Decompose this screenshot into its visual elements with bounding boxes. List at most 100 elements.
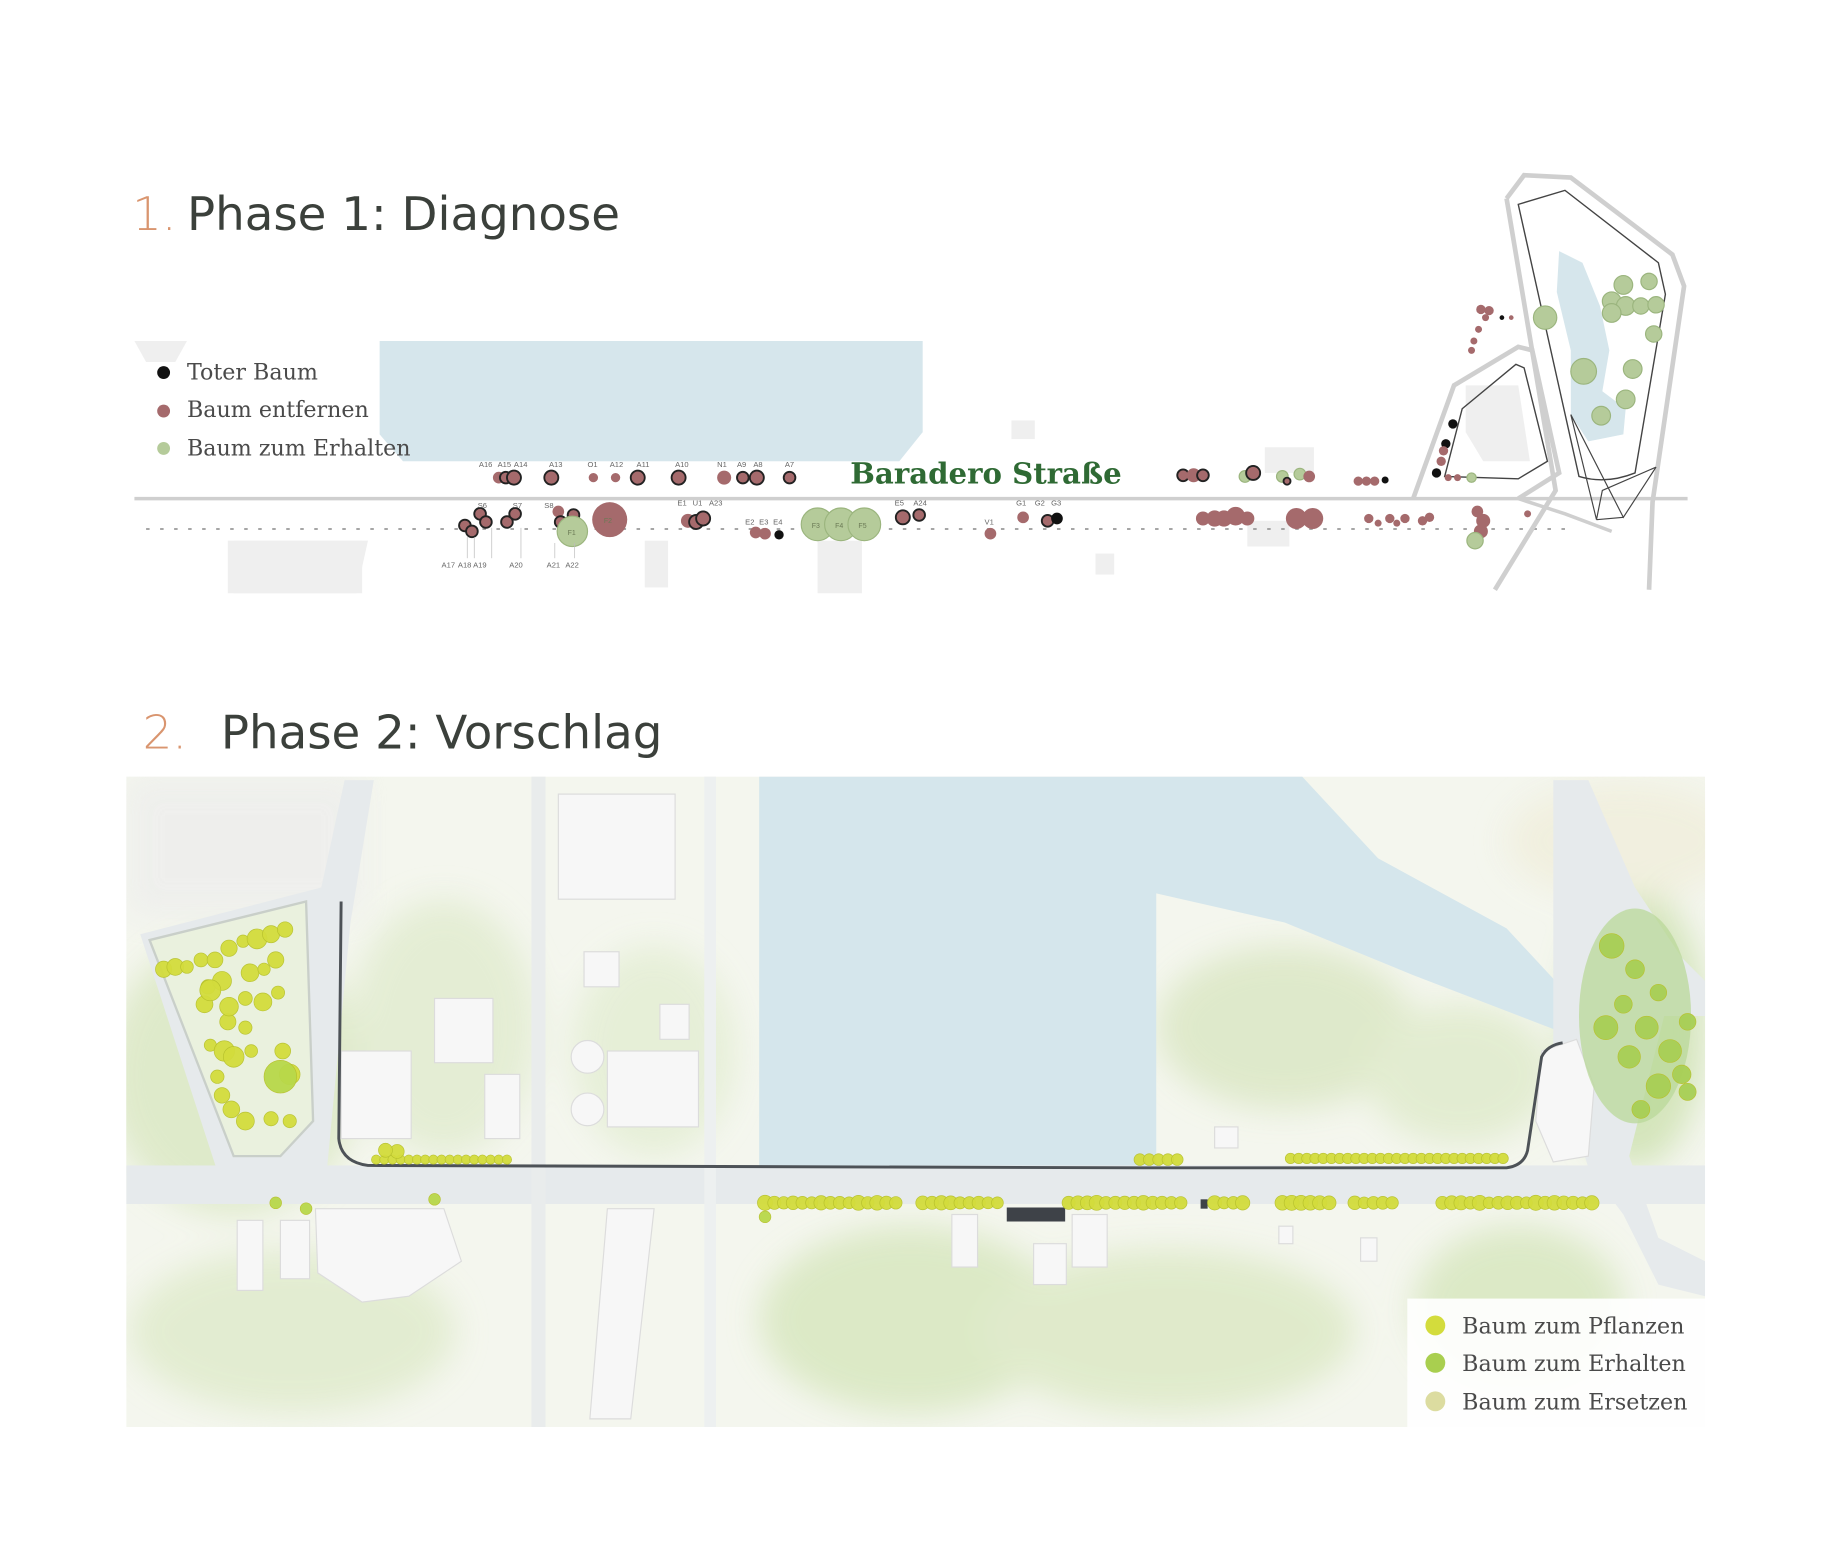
tree-id-label: G2: [1035, 499, 1045, 508]
planned-tree-marker: [262, 925, 280, 944]
keep-tree-dot: [157, 442, 171, 455]
remove-tree-marker: [782, 470, 797, 485]
remove-tree-marker: [588, 472, 599, 483]
remove-tree-marker: [543, 469, 560, 486]
remove-tree-marker: [670, 469, 687, 486]
remove-tree-marker: [1468, 346, 1476, 354]
remove-tree-marker: [1361, 476, 1372, 486]
tree-id-label: A18: [458, 561, 471, 570]
tree-id-label: E3: [759, 517, 768, 526]
keep-tree-marker: [556, 515, 589, 548]
tree-id-label: A15: [498, 460, 511, 469]
street-furniture: [1200, 1199, 1208, 1209]
dead-tree-marker: [1051, 512, 1063, 525]
tree-id-label: A12: [610, 460, 623, 469]
tree-id-label: A20: [509, 561, 522, 570]
planned-tree-marker: [1678, 1082, 1697, 1101]
promenade-path: [337, 901, 1563, 1170]
keep-tree-marker: [1647, 296, 1665, 314]
planned-tree-marker: [219, 996, 239, 1017]
tree-id-label: E1: [677, 499, 686, 508]
remove-tree-marker: [736, 470, 750, 485]
tree-id-label: A21: [547, 561, 560, 570]
legend-item-keep-tree: Baum zum Erhalten: [1425, 1351, 1686, 1377]
phase1-trees: [458, 272, 1665, 550]
street-name-label: Baradero Straße: [850, 456, 1121, 490]
remove-tree-marker: [1302, 507, 1324, 530]
remove-tree-marker: [748, 469, 765, 486]
tree-id-label: G3: [1051, 499, 1061, 508]
tree-id-label: F1: [568, 530, 576, 537]
tree-id-label: A14: [514, 460, 527, 469]
tree-id-label: A19: [473, 561, 486, 570]
planned-tree-marker: [1617, 1045, 1641, 1069]
planned-tree-marker: [282, 1114, 297, 1129]
keep-tree-marker: [1601, 303, 1622, 323]
tree-id-label: A9: [737, 460, 746, 469]
planned-tree-marker: [1672, 1064, 1692, 1084]
keep-tree-dot: [1425, 1352, 1446, 1373]
legend-item-keep-tree: Baum zum Erhalten: [157, 435, 411, 461]
remove-tree-marker: [1476, 513, 1491, 528]
remove-tree-marker: [894, 509, 911, 526]
legend-item-remove-tree: Baum entfernen: [157, 397, 369, 423]
planned-tree-marker: [1649, 983, 1668, 1002]
remove-tree-marker: [506, 469, 522, 486]
keep-tree-marker: [1622, 359, 1643, 379]
remove-tree-marker: [1240, 511, 1255, 526]
remove-tree-marker: [1476, 304, 1486, 315]
tree-id-label: F5: [858, 523, 866, 530]
legend-label: Baum zum Erhalten: [1462, 1351, 1686, 1377]
tree-id-label: G1: [1016, 499, 1026, 508]
planned-tree-marker: [222, 1100, 241, 1119]
tree-id-label: E5: [895, 499, 904, 508]
tree-id-label: S6: [478, 501, 487, 510]
tree-id-label: A17: [442, 561, 455, 570]
legend-item-dead-tree: Toter Baum: [157, 360, 318, 386]
keep-tree-marker: [1466, 472, 1477, 483]
plant-tree-dot: [1425, 1315, 1446, 1336]
remove-tree-marker: [695, 510, 712, 527]
tree-id-label: A8: [753, 460, 762, 469]
tree-id-label: F3: [812, 523, 820, 530]
keep-tree-marker: [1640, 272, 1658, 291]
planned-tree-marker: [274, 1042, 291, 1060]
planned-tree-marker: [1235, 1195, 1251, 1211]
tree-id-label: A10: [675, 460, 688, 469]
planned-tree-marker: [210, 1069, 225, 1084]
tree-id-label: A13: [549, 460, 562, 469]
remove-tree-marker: [1484, 305, 1494, 316]
remove-tree-marker: [1438, 446, 1449, 456]
legend-item-replace-tree: Baum zum Ersetzen: [1425, 1390, 1687, 1416]
legend-label: Toter Baum: [187, 360, 318, 386]
planned-tree-marker: [253, 992, 273, 1012]
remove-tree-marker: [1369, 476, 1380, 486]
planned-tree-marker: [238, 1020, 253, 1035]
remove-tree-marker: [1471, 505, 1484, 518]
keep-tree-marker: [1532, 305, 1558, 330]
bus-stop-structure: [1006, 1207, 1066, 1222]
tree-id-label: S8: [544, 501, 553, 510]
remove-tree-marker: [1195, 511, 1210, 526]
remove-tree-marker: [1444, 474, 1452, 482]
remove-tree-marker: [1196, 468, 1210, 483]
dead-tree-marker: [1431, 468, 1442, 478]
tree-id-label: E2: [745, 517, 754, 526]
remove-tree-marker: [1470, 337, 1478, 345]
planned-tree-marker: [180, 960, 194, 974]
remove-tree-marker: [1186, 468, 1201, 483]
planned-tree-marker: [1678, 1013, 1697, 1031]
remove-tree-marker: [1285, 507, 1307, 530]
remove-tree-marker: [1508, 315, 1514, 320]
remove-tree-marker: [465, 524, 479, 539]
buildings: [236, 793, 1595, 1420]
remove-tree-marker: [984, 527, 997, 540]
remove-tree-marker: [1353, 476, 1363, 486]
remove-tree-marker: [610, 472, 621, 483]
phase1-title: Phase 1: Diagnose: [187, 188, 620, 242]
remove-tree-marker: [1385, 513, 1395, 524]
planned-tree-marker: [1497, 1152, 1509, 1165]
remove-tree-marker: [717, 470, 732, 485]
water-body: [379, 340, 923, 462]
remove-tree-marker: [1417, 516, 1428, 526]
